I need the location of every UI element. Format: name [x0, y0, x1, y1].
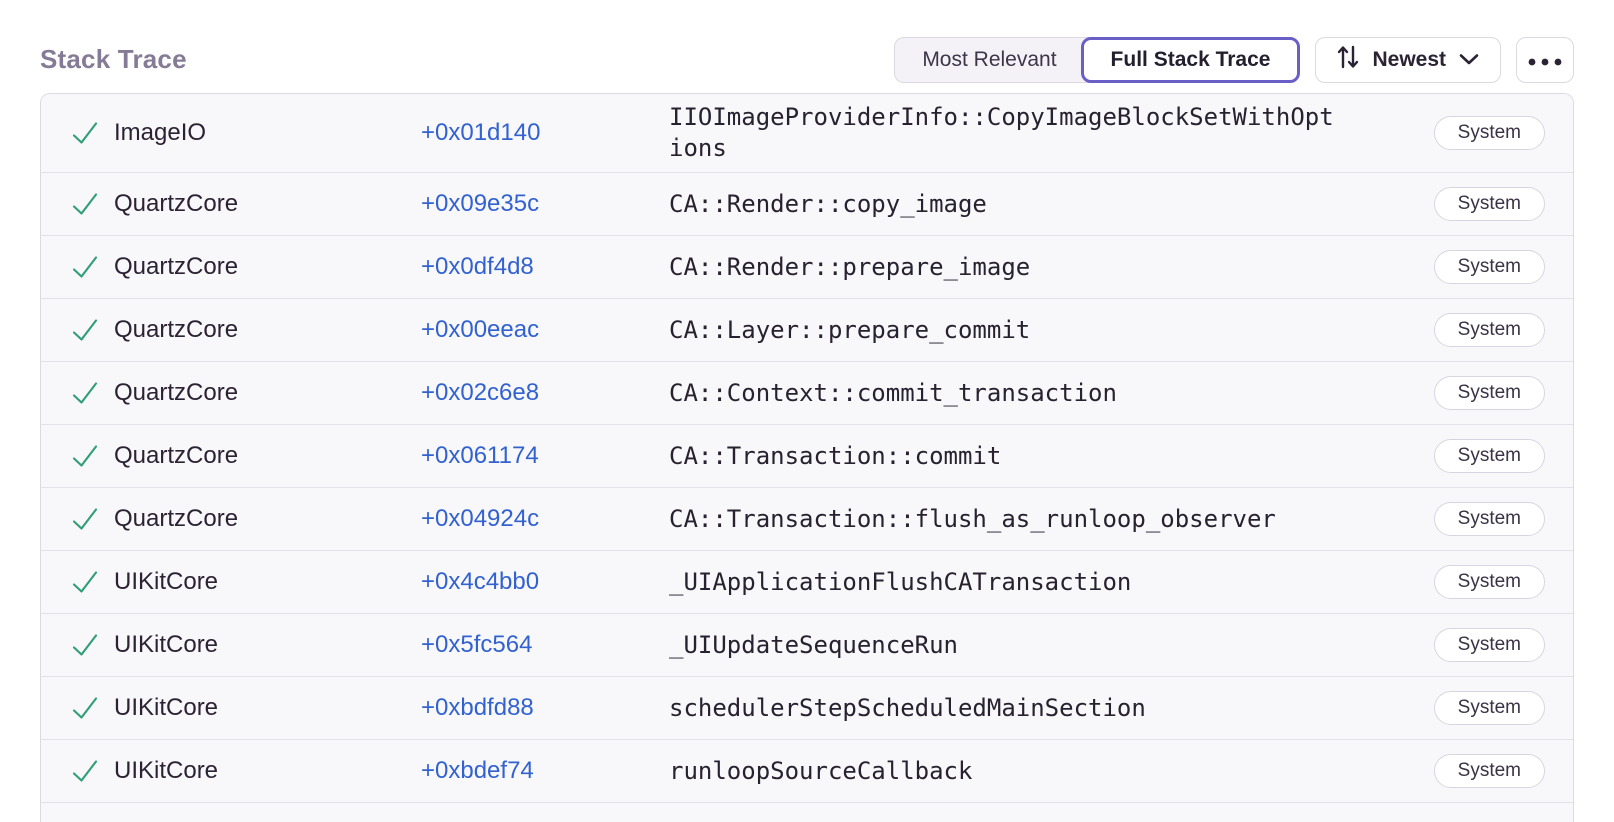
in-app-check-icon — [71, 121, 114, 145]
frame-module: QuartzCore — [114, 379, 239, 406]
frame-module: ImageIO — [114, 119, 207, 146]
frame-address-link[interactable]: +0x0df4d8 — [421, 253, 534, 280]
frame-module: QuartzCore — [114, 253, 239, 280]
page-title: Stack Trace — [40, 44, 187, 74]
frame-function: schedulerStepScheduledMainSection — [669, 693, 1146, 722]
sort-icon — [1336, 44, 1360, 76]
frame-address-link[interactable]: +0xbdfd88 — [421, 694, 534, 721]
header-controls: Most Relevant Full Stack Trace Newest — [894, 36, 1574, 83]
frame-address-link[interactable]: +0x5fc564 — [421, 631, 533, 658]
stack-frame-row[interactable]: UIKitCore +0xbdef74 runloopSourceCallbac… — [41, 740, 1573, 803]
in-app-check-icon — [71, 759, 114, 783]
frame-module: UIKitCore — [114, 757, 219, 784]
frame-function: _UIUpdateSequenceRun — [669, 630, 958, 659]
stack-frame-row[interactable]: UIKitCore +0x4c4bb0 _UIApplicationFlushC… — [41, 551, 1573, 614]
frame-address-link[interactable]: +0x061174 — [421, 442, 539, 469]
frame-module: UIKitCore — [114, 568, 219, 595]
in-app-check-icon — [71, 696, 114, 720]
frame-module: UIKitCore — [114, 631, 219, 658]
frame-module: QuartzCore — [114, 505, 239, 532]
stack-frame-row[interactable]: UIKitCore +0xbdfd88 schedulerStepSchedul… — [41, 677, 1573, 740]
stack-frame-row[interactable]: QuartzCore +0x04924c CA::Transaction::fl… — [41, 488, 1573, 551]
stack-frame-row[interactable]: QuartzCore +0x0df4d8 CA::Render::prepare… — [41, 236, 1573, 299]
frame-function: _UIApplicationFlushCATransaction — [669, 567, 1132, 596]
frame-system-badge: System — [1433, 439, 1545, 473]
frame-module: QuartzCore — [114, 190, 239, 217]
frame-function: CA::Layer::prepare_commit — [669, 315, 1031, 344]
frame-function: CA::Render::prepare_image — [669, 252, 1031, 281]
frame-system-badge: System — [1433, 376, 1545, 410]
frame-function: CA::Transaction::flush_as_runloop_observ… — [669, 504, 1276, 533]
in-app-check-icon — [71, 255, 114, 279]
stack-trace-table: ImageIO +0x01d140 IIOImageProviderInfo::… — [40, 93, 1574, 822]
stack-frame-row[interactable]: ImageIO +0x01d140 IIOImageProviderInfo::… — [41, 94, 1573, 173]
frame-address-link[interactable]: +0x4c4bb0 — [421, 568, 540, 595]
frame-function: runloopSourceCallback — [669, 756, 973, 785]
frame-module: QuartzCore — [114, 316, 239, 343]
frame-system-badge: System — [1433, 116, 1545, 150]
frame-address-link[interactable]: +0x09e35c — [421, 190, 540, 217]
stack-frame-row[interactable]: QuartzCore +0x00eeac CA::Layer::prepare_… — [41, 299, 1573, 362]
full-stack-trace-button[interactable]: Full Stack Trace — [1080, 36, 1301, 83]
in-app-check-icon — [71, 633, 114, 657]
frame-system-badge: System — [1433, 628, 1545, 662]
frame-function: CA::Transaction::commit — [669, 441, 1002, 470]
in-app-check-icon — [71, 570, 114, 594]
in-app-check-icon — [71, 318, 114, 342]
stack-frame-row[interactable]: QuartzCore +0x02c6e8 CA::Context::commit… — [41, 362, 1573, 425]
chevron-down-icon — [1458, 48, 1480, 72]
most-relevant-button[interactable]: Most Relevant — [894, 36, 1097, 83]
frame-module: QuartzCore — [114, 442, 239, 469]
in-app-check-icon — [71, 507, 114, 531]
frame-address-link[interactable]: +0x00eeac — [421, 316, 540, 343]
frame-system-badge: System — [1433, 754, 1545, 788]
stack-frame-row[interactable]: QuartzCore +0x061174 CA::Transaction::co… — [41, 425, 1573, 488]
stack-frame-row[interactable]: UIKitCore +0x5fc564 _UIUpdateSequenceRun… — [41, 614, 1573, 677]
sort-newest-button[interactable]: Newest — [1315, 36, 1501, 83]
ellipsis-icon — [1528, 48, 1562, 72]
frame-module: UIKitCore — [114, 694, 219, 721]
frame-address-link[interactable]: +0x01d140 — [421, 119, 541, 146]
sort-button-label: Newest — [1372, 47, 1446, 71]
frame-address-link[interactable]: +0xbdef74 — [421, 757, 534, 784]
frame-system-badge: System — [1433, 565, 1545, 599]
frame-address-link[interactable]: +0x02c6e8 — [421, 379, 540, 406]
frame-function: IIOImageProviderInfo::CopyImageBlockSetW… — [669, 103, 1334, 162]
frame-function: CA::Context::commit_transaction — [669, 378, 1117, 407]
in-app-check-icon — [71, 192, 114, 216]
frame-address-link[interactable]: +0x04924c — [421, 505, 540, 532]
more-options-button[interactable] — [1516, 36, 1574, 83]
frame-system-badge: System — [1433, 187, 1545, 221]
frame-system-badge: System — [1433, 313, 1545, 347]
stack-trace-header: Stack Trace Most Relevant Full Stack Tra… — [0, 0, 1614, 93]
stack-frame-row[interactable]: QuartzCore +0x09e35c CA::Render::copy_im… — [41, 173, 1573, 236]
view-toggle: Most Relevant Full Stack Trace — [894, 36, 1301, 83]
frame-system-badge: System — [1433, 250, 1545, 284]
frame-system-badge: System — [1433, 691, 1545, 725]
in-app-check-icon — [71, 381, 114, 405]
frame-system-badge: System — [1433, 502, 1545, 536]
in-app-check-icon — [71, 444, 114, 468]
frame-function: CA::Render::copy_image — [669, 189, 987, 218]
